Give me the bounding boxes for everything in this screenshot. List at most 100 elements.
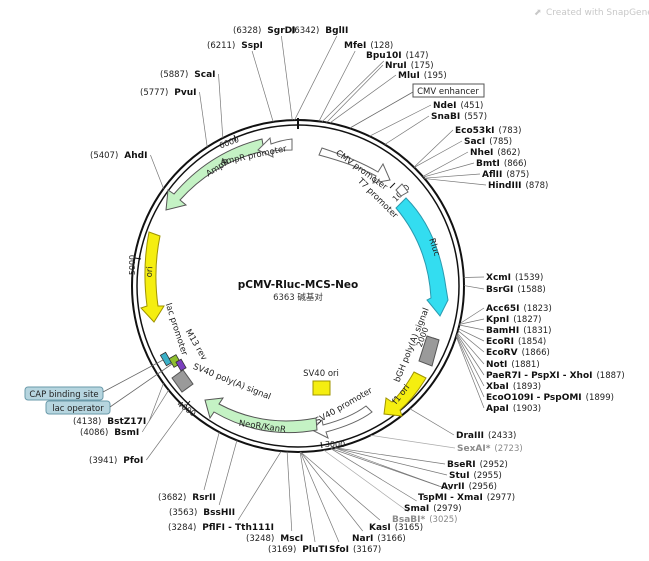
restriction-site[interactable]: (785)SacI <box>464 137 512 147</box>
site-position: (1831) <box>523 326 551 336</box>
restriction-site[interactable]: (3284)PflFI - Tth111I <box>168 523 274 533</box>
restriction-site[interactable]: (175)NruI <box>385 61 434 71</box>
feature-ampr-promoter-arrow[interactable] <box>257 136 293 158</box>
feature-ori-arrow[interactable] <box>140 231 165 323</box>
tick-mark <box>134 257 142 260</box>
feature-ampr-arrow[interactable] <box>165 138 265 211</box>
restriction-site[interactable]: (1827)KpnI <box>486 315 541 325</box>
restriction-site[interactable]: (1866)EcoRV <box>486 348 550 358</box>
site-leader-line <box>424 173 481 179</box>
restriction-site[interactable]: (4138)BstZ17I <box>73 417 146 427</box>
restriction-site[interactable]: (2979)SmaI <box>404 504 462 514</box>
restriction-site[interactable]: (3025)BsaBI* <box>392 515 457 525</box>
cmv-enhancer-callout-box[interactable] <box>412 83 485 98</box>
restriction-site-labels: (6328)SgrDI(6342)BglII (6211)SspI (128)Mfe… <box>73 26 625 555</box>
site-name: Eco53kI <box>455 126 495 136</box>
restriction-site[interactable]: (875)AflII <box>482 170 529 180</box>
restriction-site[interactable]: (1854)EcoRI <box>486 337 546 347</box>
restriction-site[interactable]: (5887)ScaI <box>160 70 216 80</box>
feature-sv40-ori-box[interactable] <box>312 380 331 396</box>
restriction-site[interactable]: (195)MluI <box>398 71 447 81</box>
restriction-site[interactable]: (6211)SspI <box>207 41 263 51</box>
restriction-site[interactable]: (128)MfeI <box>344 41 393 51</box>
restriction-site[interactable]: (1823)Acc65I <box>486 304 552 314</box>
site-name: SmaI <box>404 504 429 514</box>
site-name: SnaBI <box>431 112 460 122</box>
site-name: Bpu10I <box>366 51 402 61</box>
restriction-site[interactable]: (1899)EcoO109I - PspOMI <box>486 393 614 403</box>
restriction-site[interactable]: (5777)PvuI <box>140 88 196 98</box>
restriction-site[interactable]: (878)HindIII <box>488 181 548 191</box>
restriction-site[interactable]: (4086)BsmI <box>80 428 139 438</box>
feature-f1-ori-arrow[interactable] <box>383 371 427 417</box>
lac-operator-callout-box[interactable] <box>45 400 111 415</box>
restriction-site[interactable]: (1539)XcmI <box>486 273 543 283</box>
restriction-site[interactable]: (2723)SexAI* <box>457 444 523 454</box>
restriction-site[interactable]: (1903)ApaI <box>486 404 541 414</box>
site-name: XbaI <box>486 382 509 392</box>
feature-sv40-polya-box[interactable] <box>171 369 194 393</box>
restriction-site[interactable]: (3248)MscI <box>246 534 303 544</box>
site-leader-line <box>148 383 164 422</box>
restriction-site[interactable]: (3167)SfoI <box>329 545 381 555</box>
restriction-site[interactable]: (2433)DraIII <box>456 431 516 441</box>
restriction-site[interactable]: (5407)AhdI <box>90 151 147 161</box>
site-name: PfoI <box>123 456 143 466</box>
site-leader-line <box>422 151 469 177</box>
feature-bgh-polya-box[interactable] <box>418 335 440 367</box>
restriction-site[interactable]: (147)Bpu10I <box>366 51 428 61</box>
site-leader-line <box>318 50 356 122</box>
restriction-site[interactable]: (2956)AvrII <box>441 482 497 492</box>
site-leader-line <box>413 129 454 168</box>
restriction-site[interactable]: (862)NheI <box>470 148 520 158</box>
site-name: HindIII <box>488 181 522 191</box>
site-position: (1893) <box>513 382 541 392</box>
site-name: MluI <box>398 71 420 81</box>
restriction-site[interactable]: (2955)StuI <box>449 471 502 481</box>
restriction-site[interactable]: (783)Eco53kI <box>455 126 521 136</box>
feature-rluc-arrow[interactable] <box>395 197 449 317</box>
feature-cap-binding-site-mark[interactable] <box>159 351 173 367</box>
feature-lac-promoter-label: lac promoter <box>163 302 189 357</box>
site-leader-line <box>323 449 409 513</box>
feature-t7-promoter-arrow[interactable] <box>395 183 409 197</box>
site-leader-line <box>300 451 340 543</box>
restriction-site[interactable]: (3941)PfoI <box>89 456 143 466</box>
restriction-site[interactable]: (3563)BssHII <box>169 508 235 518</box>
restriction-site[interactable]: (3682)RsrII <box>158 493 216 503</box>
restriction-site[interactable]: (2977)TspMI - XmaI <box>418 493 515 503</box>
restriction-site[interactable]: (1588)BsrGI <box>486 285 546 295</box>
site-leader-line <box>456 334 485 387</box>
site-position: (3169) <box>268 545 296 555</box>
restriction-site[interactable]: (866)BmtI <box>476 159 527 169</box>
site-name: BsmI <box>114 428 139 438</box>
restriction-site[interactable]: (1887)PaeR7I - PspXI - XhoI <box>486 371 625 381</box>
restriction-site[interactable]: (451)NdeI <box>433 101 483 111</box>
restriction-site[interactable]: (1831)BamHI <box>486 326 551 336</box>
site-leader-line <box>335 447 446 465</box>
feature-m13-rev-mark[interactable] <box>175 358 187 372</box>
site-position: (3682) <box>158 493 186 503</box>
site-position: (5407) <box>90 151 118 161</box>
feature-neor-kanr-arrow[interactable] <box>204 397 318 434</box>
site-position: (1827) <box>513 315 541 325</box>
restriction-site[interactable]: (6342)BglII <box>291 26 348 36</box>
watermark-text: Created with SnapGene® <box>546 8 649 18</box>
restriction-site[interactable]: (557)SnaBI <box>431 112 487 122</box>
restriction-site[interactable]: (3166)NarI <box>352 534 406 544</box>
tick-label-3000: 3000 <box>325 440 345 449</box>
restriction-site[interactable]: (3165)KasI <box>369 523 423 533</box>
site-position: (5887) <box>160 70 188 80</box>
restriction-site[interactable]: (3169)PluTI <box>268 545 328 555</box>
restriction-site[interactable]: (1893) XbaI <box>486 382 541 392</box>
site-name: SacI <box>464 137 485 147</box>
cap-binding-callout-box[interactable] <box>24 386 104 401</box>
feature-cmv-promoter-arrow[interactable] <box>318 147 391 184</box>
site-leader-line <box>294 35 338 121</box>
restriction-site[interactable]: (1881)NotI <box>486 360 540 370</box>
restriction-site[interactable]: (2952)BseRI <box>447 460 508 470</box>
restriction-site[interactable]: (6328)SgrDI <box>233 26 295 36</box>
site-leader-line <box>299 451 316 543</box>
site-leader-line <box>384 115 430 145</box>
